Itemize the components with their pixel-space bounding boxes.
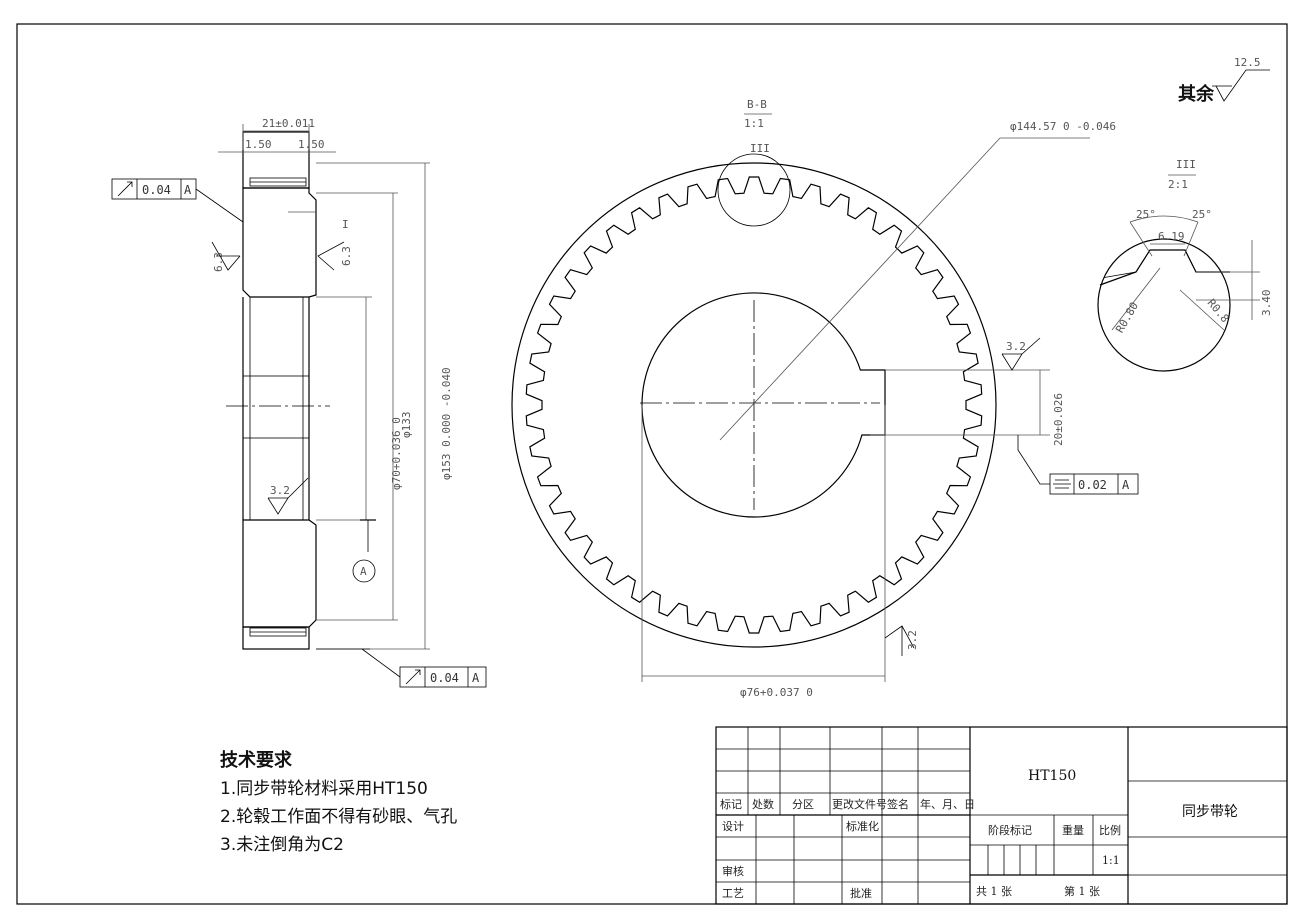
detail-angle-left: 25° [1136, 208, 1156, 221]
tb-sheet-no: 第 1 张 [1064, 884, 1100, 898]
detail-iii: III 2:1 25° 25° 6.19 3.40 R0.80 R0.8 [1097, 158, 1273, 372]
tech-title: 技术要求 [220, 749, 293, 771]
symmetry-frame [1049, 473, 1139, 495]
tb-review: 审核 [722, 864, 744, 878]
tb-ratio-value: 1:1 [1102, 854, 1120, 867]
runout-icon-top [117, 181, 133, 197]
runout-frame-bottom [399, 666, 487, 688]
datum-a-label: A [360, 565, 367, 578]
front-roughness-key: 3.2 [1006, 340, 1026, 353]
runout-datum-top: A [184, 183, 192, 197]
front-bore-dim: φ76+0.037 0 [740, 686, 813, 699]
tb-part-name: 同步带轮 [1182, 804, 1238, 820]
section-bb-detail: III [750, 142, 770, 155]
front-view: B-B 1:1 III φ144.57 0 -0.046 φ76+0.037 0… [511, 98, 1139, 699]
tech-item-1: 1.同步带轮材料采用HT150 [220, 779, 428, 799]
hdr-sign: 签名 [887, 797, 909, 811]
datum-a-circle [352, 559, 376, 583]
tb-ratio-label: 比例 [1099, 823, 1121, 837]
front-tip-dim: φ144.57 0 -0.046 [1010, 120, 1116, 133]
tb-stage: 阶段标记 [988, 823, 1032, 837]
other-roughness-value: 12.5 [1234, 56, 1261, 69]
side-outer-dim: φ153 0.000 -0.040 [440, 367, 453, 480]
side-roughness-bore: 3.2 [270, 484, 290, 497]
hdr-count: 处数 [752, 798, 774, 811]
detail-iii-scale: 2:1 [1168, 178, 1188, 191]
tech-item-2: 2.轮毂工作面不得有砂眼、气孔 [220, 807, 457, 827]
tb-process: 工艺 [722, 887, 744, 900]
hdr-zone: 分区 [792, 798, 814, 811]
runout-frame-top [111, 178, 197, 200]
section-bb-scale: 1:1 [744, 117, 764, 130]
side-roughness-left: 6.3 [212, 252, 225, 272]
side-chamfer-right: 1.50 [298, 138, 325, 151]
tb-weight: 重量 [1062, 823, 1084, 837]
tb-standardize: 标准化 [846, 819, 879, 833]
side-rim-bottom [242, 519, 317, 628]
outer-circle [511, 162, 997, 648]
tech-item-3: 3.未注倒角为C2 [220, 835, 344, 855]
symmetry-value: 0.02 [1078, 478, 1107, 492]
side-roughness-right: 6.3 [340, 246, 353, 266]
gear-teeth-body [525, 176, 983, 634]
tb-approve: 批准 [850, 886, 872, 900]
hdr-mark: 标记 [720, 797, 742, 811]
detail-circle [717, 153, 791, 227]
runout-value-top: 0.04 [142, 183, 171, 197]
front-keyway-dim: 20±0.026 [1052, 393, 1065, 446]
section-bb-label: B-B [747, 98, 767, 111]
hdr-date: 年、月、日 [920, 797, 975, 811]
side-rim-top [242, 187, 317, 298]
symmetry-icon [1053, 479, 1071, 489]
detail-tooth-width: 6.19 [1158, 230, 1185, 243]
runout-icon-bottom [405, 669, 421, 685]
tb-material: HT150 [1028, 768, 1076, 784]
other-roughness: 其余 12.5 [1178, 56, 1270, 105]
other-roughness-label: 其余 [1178, 83, 1215, 105]
tb-sheets: 共 1 张 [976, 885, 1012, 898]
side-width-dim: 21±0.011 [262, 117, 315, 130]
title-block: 标记 处数 分区 更改文件号 签名 年、月、日 设计 标准化 审核 工艺 批准 … [715, 726, 1288, 905]
sheet-border [16, 23, 1288, 905]
tech-requirements: 技术要求 1.同步带轮材料采用HT150 2.轮毂工作面不得有砂眼、气孔 3.未… [220, 749, 457, 855]
detail-angle-right: 25° [1192, 208, 1212, 221]
runout-datum-bottom: A [472, 671, 480, 685]
symmetry-datum: A [1122, 478, 1130, 492]
hdr-change: 更改文件号 [832, 797, 887, 811]
roughness-icon [1212, 69, 1270, 102]
detail-iii-label: III [1176, 158, 1196, 171]
detail-tooth-depth: 3.40 [1260, 290, 1273, 317]
detail-radius-left: R0.80 [1113, 300, 1141, 335]
runout-value-bottom: 0.04 [430, 671, 459, 685]
side-hub-dim: φ133 [400, 412, 413, 439]
side-view: 21±0.011 1.50 1.50 I 6.3 6.3 3.2 φ70+0.0… [111, 117, 487, 688]
side-detail-marker: I [342, 218, 349, 231]
front-roughness-bottom: 3.2 [906, 630, 919, 650]
tb-design: 设计 [722, 820, 744, 833]
side-chamfer-left: 1.50 [245, 138, 272, 151]
